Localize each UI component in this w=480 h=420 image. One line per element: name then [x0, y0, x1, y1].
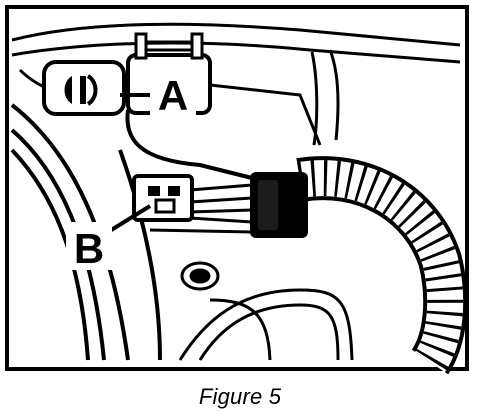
callout-b-label: B — [74, 225, 104, 272]
diagram-illustration: A B — [5, 5, 469, 375]
wiring-loom — [296, 156, 468, 375]
callout-a: A — [120, 68, 196, 119]
diagram-figure: A B — [5, 5, 469, 375]
mount-clip — [42, 60, 126, 116]
lower-tube — [178, 261, 354, 361]
callout-b-background — [66, 222, 112, 270]
cylinder-body — [10, 103, 162, 361]
figure-caption: Figure 5 — [198, 384, 282, 409]
callout-b: B — [66, 204, 152, 272]
wire-boot-highlight — [258, 180, 278, 230]
wire-connector-a — [125, 109, 253, 180]
wire-bundle — [149, 183, 253, 234]
callout-b-leader — [106, 204, 152, 234]
callout-a-background — [150, 68, 196, 116]
callout-a-label: A — [158, 72, 188, 119]
connector-b — [132, 174, 194, 222]
